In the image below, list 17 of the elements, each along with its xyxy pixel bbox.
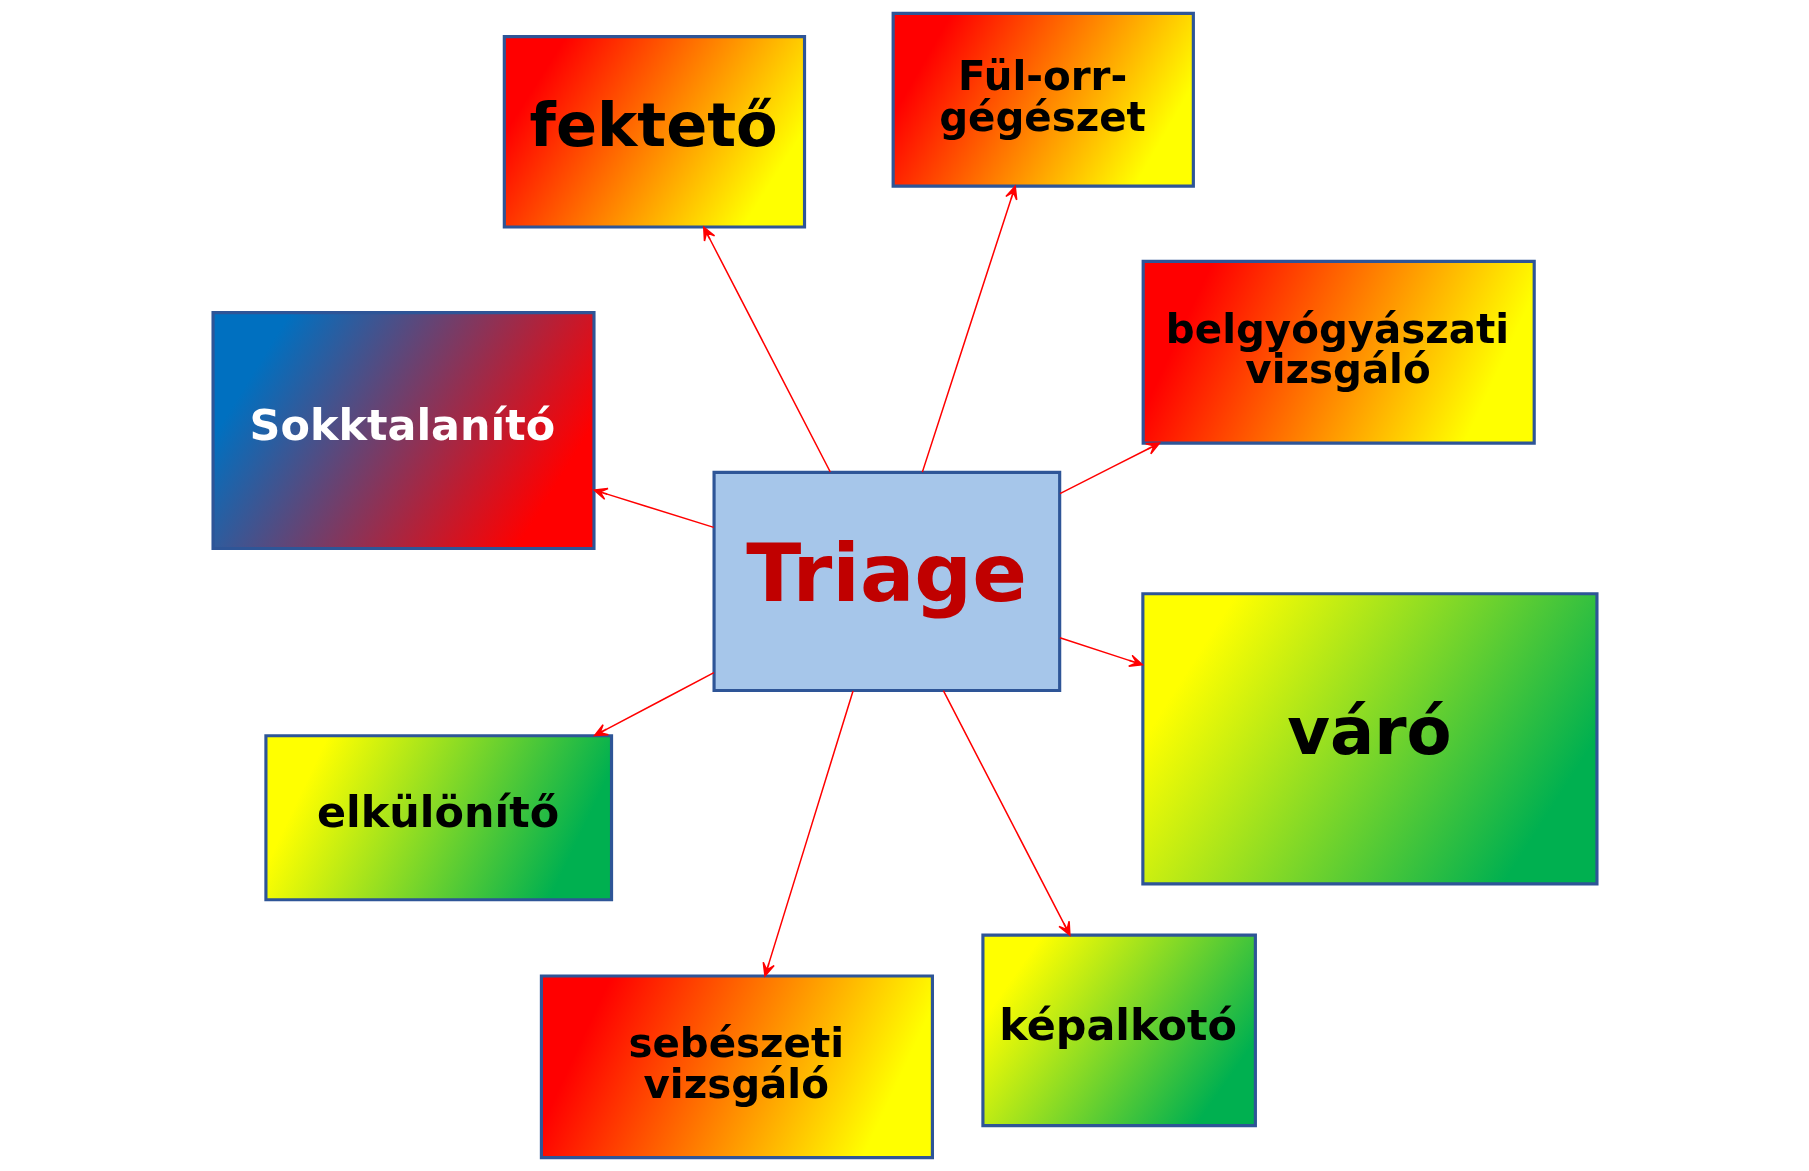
node-box: fektető [502, 35, 806, 229]
arrow [593, 671, 715, 737]
arrow [921, 185, 1017, 473]
arrow [593, 487, 714, 529]
node-box: Triage [712, 470, 1061, 693]
node-box: elkülönítő [263, 734, 613, 902]
arrow [762, 690, 854, 977]
arrow [942, 689, 1071, 936]
node-box: sebészeti vizsgáló [539, 974, 934, 1160]
arrow [1058, 637, 1143, 667]
node-box: belgyógyászati vizsgáló [1141, 259, 1536, 445]
arrow [1058, 442, 1160, 495]
node-box: képalkotó [980, 933, 1257, 1128]
arrow [702, 226, 831, 473]
node-box: váró [1140, 592, 1599, 886]
node-box: Fül-orr-gégészet [891, 11, 1195, 188]
node-box: Sokktalanító [210, 311, 596, 551]
